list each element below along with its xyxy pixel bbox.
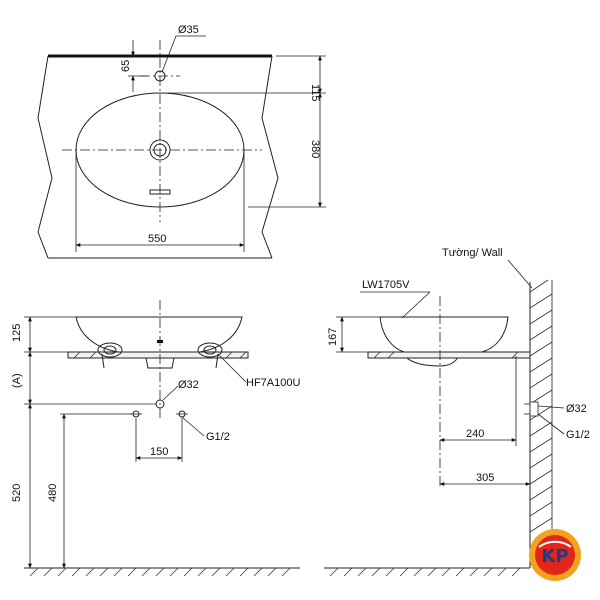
right-break-line — [261, 55, 279, 259]
basin-model-label: LW1705V — [362, 279, 410, 291]
basin-front-outline — [75, 316, 243, 353]
left-break-line — [37, 55, 53, 259]
side-d32-label: Ø32 — [566, 403, 587, 415]
front-g12-label: G1/2 — [206, 431, 230, 443]
dim-125-label: 125 — [11, 324, 23, 342]
dim-520-label: 520 — [11, 484, 23, 502]
top-view: Ø35 65 115 380 550 — [37, 24, 326, 259]
right-supply-point — [176, 410, 188, 418]
dim-240-label: 240 — [466, 428, 484, 440]
side-floor-hatch — [329, 567, 521, 577]
logo-inner-disc — [535, 535, 575, 575]
dim-550-label: 550 — [148, 233, 166, 245]
d35-leader — [161, 35, 177, 73]
side-counter-slab — [367, 351, 531, 359]
dim-305-label: 305 — [476, 472, 494, 484]
right-bracket — [197, 342, 223, 369]
kp-logo: KP — [529, 529, 581, 581]
dim-65-label: 65 — [120, 60, 132, 72]
dim-380-label: 380 — [309, 140, 321, 158]
dim-167-label: 167 — [327, 328, 339, 346]
trap-model-label: HF7A100U — [246, 377, 300, 389]
wall-hatch — [529, 279, 553, 533]
side-view: Tường/ Wall LW1705V 167 Ø32 G1/2 240 — [324, 247, 590, 577]
dim-a-label: (A) — [11, 373, 23, 388]
wall-connector — [529, 401, 539, 417]
side-g12-label: G1/2 — [566, 429, 590, 441]
dim-480-label: 480 — [47, 484, 59, 502]
left-bracket — [97, 342, 123, 369]
logo-text: KP — [541, 546, 568, 567]
dim-150-label: 150 — [150, 446, 168, 458]
front-view: HF7A100U Ø32 G1/2 150 125 (A) — [11, 300, 300, 577]
dim-115-label: 115 — [309, 84, 321, 102]
basin-side-outline — [379, 316, 509, 353]
d35-label: Ø35 — [178, 24, 199, 36]
front-d32-label: Ø32 — [178, 379, 199, 391]
wall-label: Tường/ Wall — [442, 247, 503, 259]
front-floor-hatch — [29, 567, 291, 577]
counter-slab — [67, 351, 249, 359]
